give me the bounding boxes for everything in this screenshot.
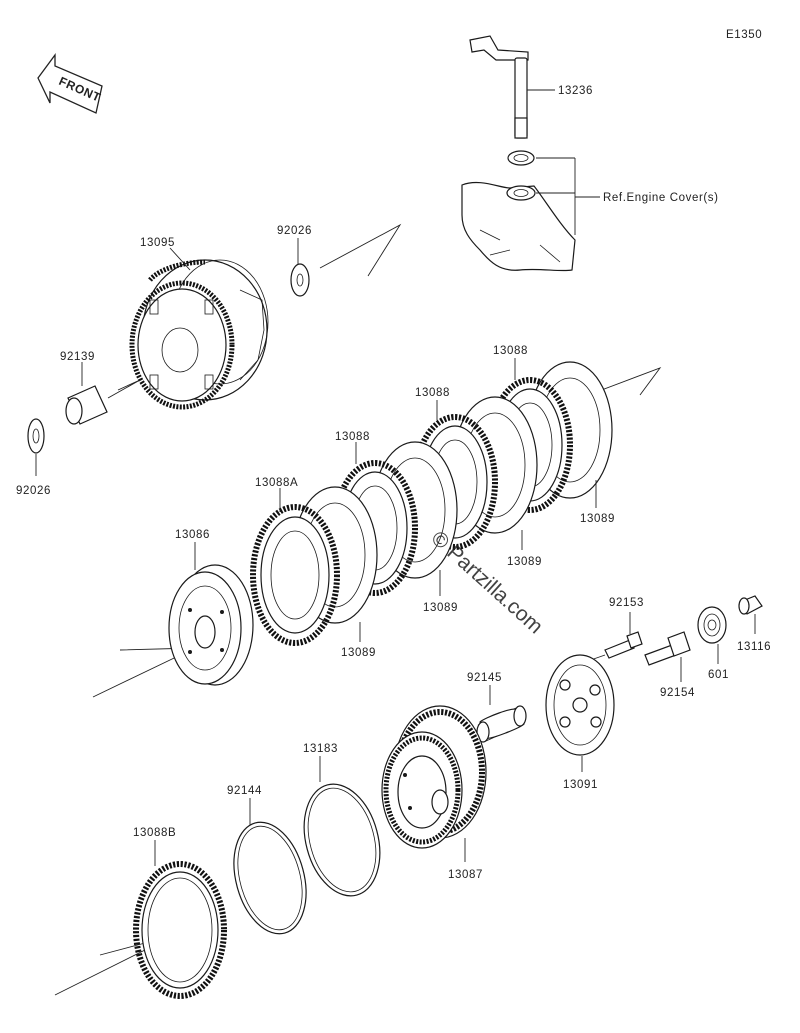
part-13095-clutch-housing[interactable] xyxy=(129,247,269,410)
label-92154: 92154 xyxy=(660,687,695,699)
part-601-bearing[interactable] xyxy=(697,606,727,664)
part-13116-pusher[interactable] xyxy=(738,595,763,634)
engine-cover-ref xyxy=(461,181,576,272)
part-92144-ring[interactable] xyxy=(222,798,317,942)
part-92139-bushing[interactable] xyxy=(65,362,141,425)
part-13236-shaft[interactable] xyxy=(469,35,555,139)
label-13088-top: 13088 xyxy=(493,345,528,357)
label-13091: 13091 xyxy=(563,779,598,791)
label-13088-mid: 13088 xyxy=(415,387,450,399)
ref-label: Ref.Engine Cover(s) xyxy=(603,192,719,204)
label-13089-center: 13089 xyxy=(423,602,458,614)
axis-line-top xyxy=(319,223,402,277)
label-92026-top: 92026 xyxy=(277,225,312,237)
part-92026-washer-top[interactable] xyxy=(290,238,310,297)
part-92026-washer-left[interactable] xyxy=(27,418,45,476)
label-92153: 92153 xyxy=(609,597,644,609)
part-13183-ring[interactable] xyxy=(292,756,391,904)
label-92139: 92139 xyxy=(60,351,95,363)
front-arrow: FRONT xyxy=(37,53,103,114)
part-13086-clutch-hub[interactable] xyxy=(168,542,254,686)
watermark: © Partzilla.com xyxy=(427,527,548,639)
label-13236: 13236 xyxy=(558,85,593,97)
label-92026-left: 92026 xyxy=(16,485,51,497)
ref-bracket xyxy=(536,157,600,235)
part-13091-pressure-plate[interactable] xyxy=(545,654,615,772)
diagram-code: E1350 xyxy=(726,29,762,41)
friction-plate-13088A[interactable] xyxy=(250,504,340,646)
label-13095: 13095 xyxy=(140,237,175,249)
label-13089-left: 13089 xyxy=(341,647,376,659)
label-13088-left: 13088 xyxy=(335,431,370,443)
part-92153-bolt[interactable] xyxy=(584,612,643,663)
friction-plate-13088-2[interactable] xyxy=(412,414,498,550)
part-92145-spring[interactable] xyxy=(476,685,527,743)
part-13087-gear[interactable] xyxy=(381,705,487,862)
clutch-plate-stack xyxy=(250,361,613,646)
label-13088B: 13088B xyxy=(133,827,176,839)
label-13088A: 13088A xyxy=(255,477,298,489)
label-92144: 92144 xyxy=(227,785,262,797)
label-13089-right: 13089 xyxy=(580,513,615,525)
friction-plate-13088-1[interactable] xyxy=(487,377,573,513)
label-13183: 13183 xyxy=(303,743,338,755)
friction-plate-13088-3[interactable] xyxy=(332,460,418,596)
label-13089-mid: 13089 xyxy=(507,556,542,568)
label-13116: 13116 xyxy=(737,641,771,653)
part-92154-bolt[interactable] xyxy=(644,631,691,682)
label-601: 601 xyxy=(708,669,729,681)
part-13088B-friction-plate[interactable] xyxy=(133,840,227,999)
label-13087: 13087 xyxy=(448,869,483,881)
part-oil-seal xyxy=(507,150,535,166)
label-13086: 13086 xyxy=(175,529,210,541)
label-92145: 92145 xyxy=(467,672,502,684)
